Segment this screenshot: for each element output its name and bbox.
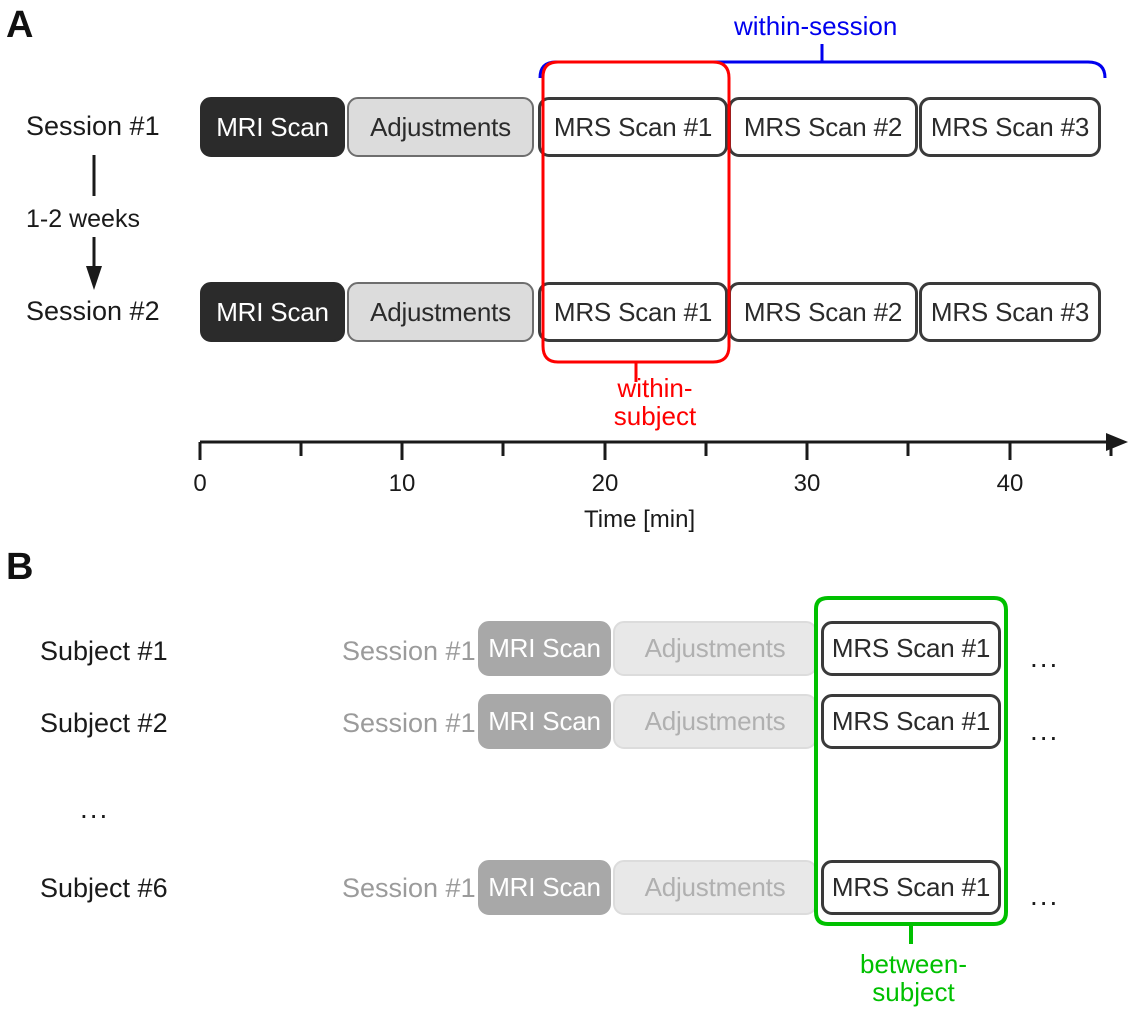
between-subject-label-line2: subject bbox=[872, 977, 955, 1008]
axis-tick-label-20: 20 bbox=[591, 470, 619, 497]
axis-tick-label-10: 10 bbox=[388, 470, 416, 497]
time-axis bbox=[198, 440, 1118, 460]
axis-tick-label-40: 40 bbox=[996, 470, 1024, 497]
time-axis-arrowhead bbox=[1106, 433, 1128, 451]
panel-b-row-0-session-label: Session #1 bbox=[342, 636, 476, 666]
panel-b-row-3-block-mri-scan[interactable]: MRI Scan bbox=[478, 860, 611, 915]
panel-b-row-1-subject-label: Subject #2 bbox=[40, 708, 168, 738]
panel-a-s2-block-mrs-scan-3[interactable]: MRS Scan #3 bbox=[919, 282, 1101, 342]
within-session-brace bbox=[538, 44, 1107, 79]
between-subject-label-line1: between- bbox=[860, 949, 967, 979]
panel-a-s1-block-mrs-scan-2[interactable]: MRS Scan #2 bbox=[728, 97, 918, 157]
panel-a-s1-block-adjustments[interactable]: Adjustments bbox=[347, 97, 534, 157]
axis-tick-label-0: 0 bbox=[193, 470, 207, 497]
within-session-label: within-session bbox=[734, 11, 898, 41]
panel-a-row-label-session-2: Session #2 bbox=[26, 296, 160, 326]
panel-b-letter: B bbox=[6, 546, 34, 588]
panel-b-row-3-trailing-ellipsis: ... bbox=[1030, 880, 1060, 911]
panel-a-s2-block-mri-scan[interactable]: MRI Scan bbox=[200, 282, 345, 342]
panel-a-row-label-session-1: Session #1 bbox=[26, 111, 160, 141]
panel-b-row-1-block-mrs-scan-1[interactable]: MRS Scan #1 bbox=[821, 694, 1001, 749]
panel-a-letter: A bbox=[6, 4, 34, 46]
panel-b-row-0-block-adjustments[interactable]: Adjustments bbox=[613, 621, 817, 676]
panel-a-s2-block-mrs-scan-1[interactable]: MRS Scan #1 bbox=[538, 282, 728, 342]
panel-a-s2-block-mrs-scan-2[interactable]: MRS Scan #2 bbox=[728, 282, 918, 342]
panel-b-row-1-block-mri-scan[interactable]: MRI Scan bbox=[478, 694, 611, 749]
panel-a-s2-block-adjustments[interactable]: Adjustments bbox=[347, 282, 534, 342]
between-subject-label: between- subject bbox=[821, 950, 1006, 1006]
panel-b-row-1-block-adjustments[interactable]: Adjustments bbox=[613, 694, 817, 749]
panel-b-row-1-trailing-ellipsis: ... bbox=[1030, 715, 1060, 746]
panel-b-row-0-block-mri-scan[interactable]: MRI Scan bbox=[478, 621, 611, 676]
panel-b-row-0-block-mrs-scan-1[interactable]: MRS Scan #1 bbox=[821, 621, 1001, 676]
panel-b-row-3-subject-label: Subject #6 bbox=[40, 873, 168, 903]
panel-b-row-1-session-label: Session #1 bbox=[342, 708, 476, 738]
panel-a-s1-block-mri-scan[interactable]: MRI Scan bbox=[200, 97, 345, 157]
panel-b-row-0-trailing-ellipsis: ... bbox=[1030, 642, 1060, 673]
panel-a-interval-label: 1-2 weeks bbox=[26, 205, 140, 233]
panel-a-s1-block-mrs-scan-3[interactable]: MRS Scan #3 bbox=[919, 97, 1101, 157]
panel-b-row-3-block-mrs-scan-1[interactable]: MRS Scan #1 bbox=[821, 860, 1001, 915]
panel-b-row-3-block-adjustments[interactable]: Adjustments bbox=[613, 860, 817, 915]
axis-tick-label-30: 30 bbox=[793, 470, 821, 497]
panel-b-row-2-subject-ellipsis: ... bbox=[80, 793, 110, 824]
panel-b-row-0-subject-label: Subject #1 bbox=[40, 636, 168, 666]
within-subject-label-line1: within- bbox=[617, 373, 693, 403]
within-subject-label-line2: subject bbox=[613, 401, 697, 432]
panel-a-s1-block-mrs-scan-1[interactable]: MRS Scan #1 bbox=[538, 97, 728, 157]
within-subject-label: within- subject bbox=[560, 374, 750, 430]
axis-title-time: Time [min] bbox=[584, 506, 696, 533]
panel-b-row-3-session-label: Session #1 bbox=[342, 873, 476, 903]
